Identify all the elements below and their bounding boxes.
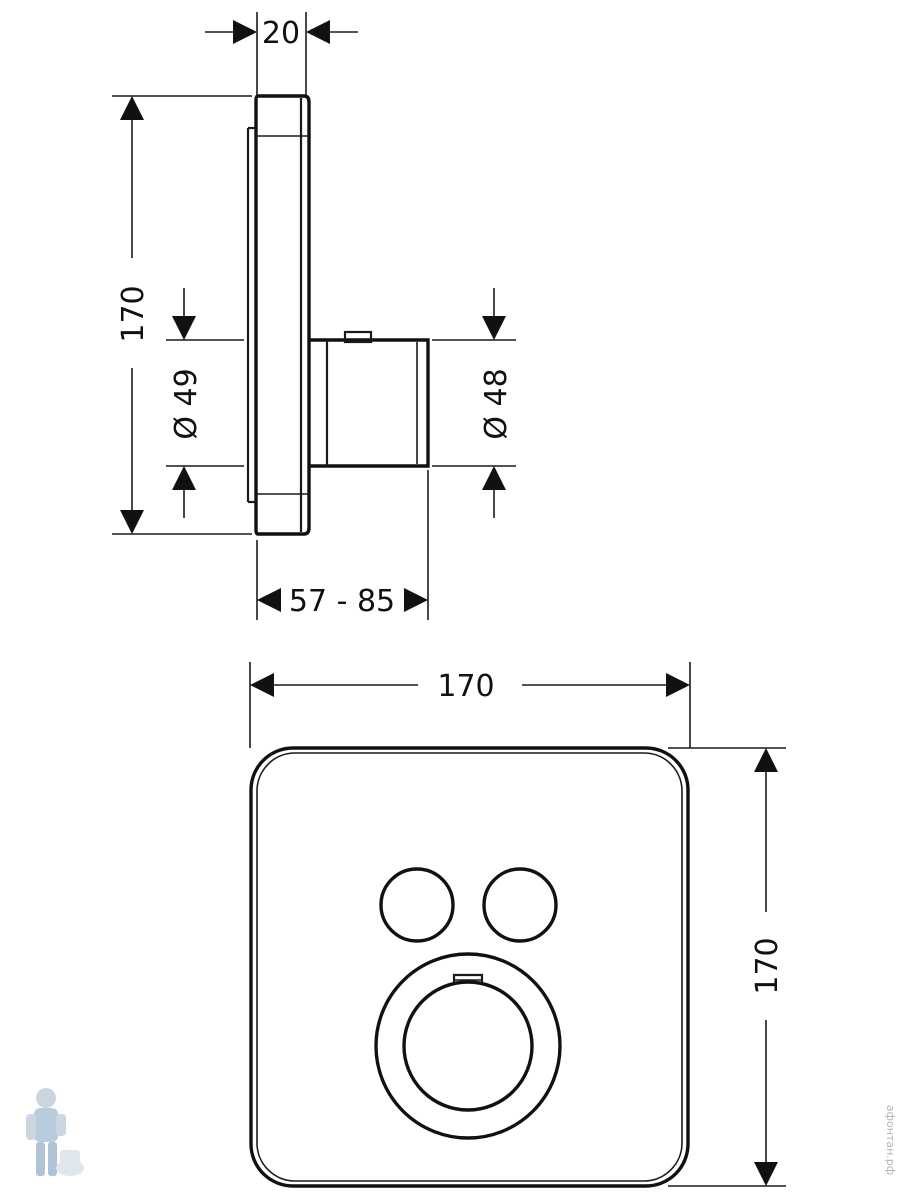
depth-dimension: 20 <box>205 12 358 95</box>
push-buttons <box>379 867 558 943</box>
plumber-logo <box>26 1088 84 1176</box>
side-height-dimension: 170 <box>112 95 252 535</box>
side-view: 20 170 <box>112 12 516 620</box>
cover-plate-profile <box>246 94 311 536</box>
front-view: 170 170 <box>249 662 786 1188</box>
right-diameter-dimension: Ø 48 <box>432 288 516 518</box>
push-button-right <box>482 867 558 943</box>
left-diameter-dimension: Ø 49 <box>166 288 244 518</box>
front-width-dimension: 170 <box>249 662 691 748</box>
front-height-dimension: 170 <box>668 747 786 1187</box>
thermostat-knob <box>374 952 562 1140</box>
front-height-label: 170 <box>750 937 785 994</box>
front-width-label: 170 <box>437 669 494 704</box>
front-cover-plate <box>249 746 690 1188</box>
projection-label: 57 - 85 <box>289 584 395 619</box>
push-button-left <box>379 867 455 943</box>
side-height-label: 170 <box>116 285 151 342</box>
depth-label: 20 <box>262 16 300 51</box>
watermark-text: афонтан.рф <box>884 1105 897 1175</box>
right-diameter-label: Ø 48 <box>479 368 514 439</box>
projection-dimension: 57 - 85 <box>256 470 429 620</box>
knob-profile <box>309 330 430 468</box>
left-diameter-label: Ø 49 <box>169 368 204 439</box>
